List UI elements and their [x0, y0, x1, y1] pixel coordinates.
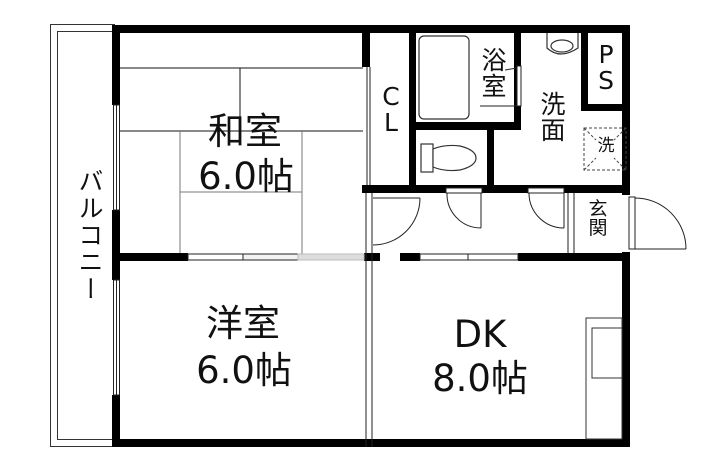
balcony-label: バルコニー: [75, 167, 104, 303]
bath-door: [480, 65, 522, 107]
washitsu-name: 和室: [208, 110, 282, 153]
balcony-windows: [113, 104, 120, 396]
thin-partitions: [365, 67, 575, 447]
dk-size: 8.0帖: [432, 357, 528, 400]
walls: [112, 25, 630, 447]
hallway-doors: [372, 187, 687, 250]
sliding-doors-washitsu-youshitsu: [187, 253, 365, 261]
tatami-lines: [120, 67, 363, 254]
washbasin: [546, 33, 579, 55]
washitsu-size: 6.0帖: [198, 155, 294, 198]
dk-name: DK: [453, 313, 507, 356]
bathtub: [418, 35, 470, 120]
washer-label: 洗: [597, 136, 615, 156]
washer-space: [583, 127, 627, 171]
kitchen-counter: [585, 317, 623, 440]
genkan-label: 玄 関: [588, 198, 608, 240]
closet-label: C L: [382, 82, 400, 137]
bath-label: 浴 室: [481, 46, 507, 101]
ps-label: P S: [598, 40, 614, 95]
toilet-fixture: [420, 143, 477, 173]
sliding-doors-dk: [419, 253, 519, 261]
senmen-label: 洗 面: [540, 90, 566, 145]
youshitsu-size: 6.0帖: [196, 349, 292, 392]
youshitsu-name: 洋室: [206, 302, 280, 345]
